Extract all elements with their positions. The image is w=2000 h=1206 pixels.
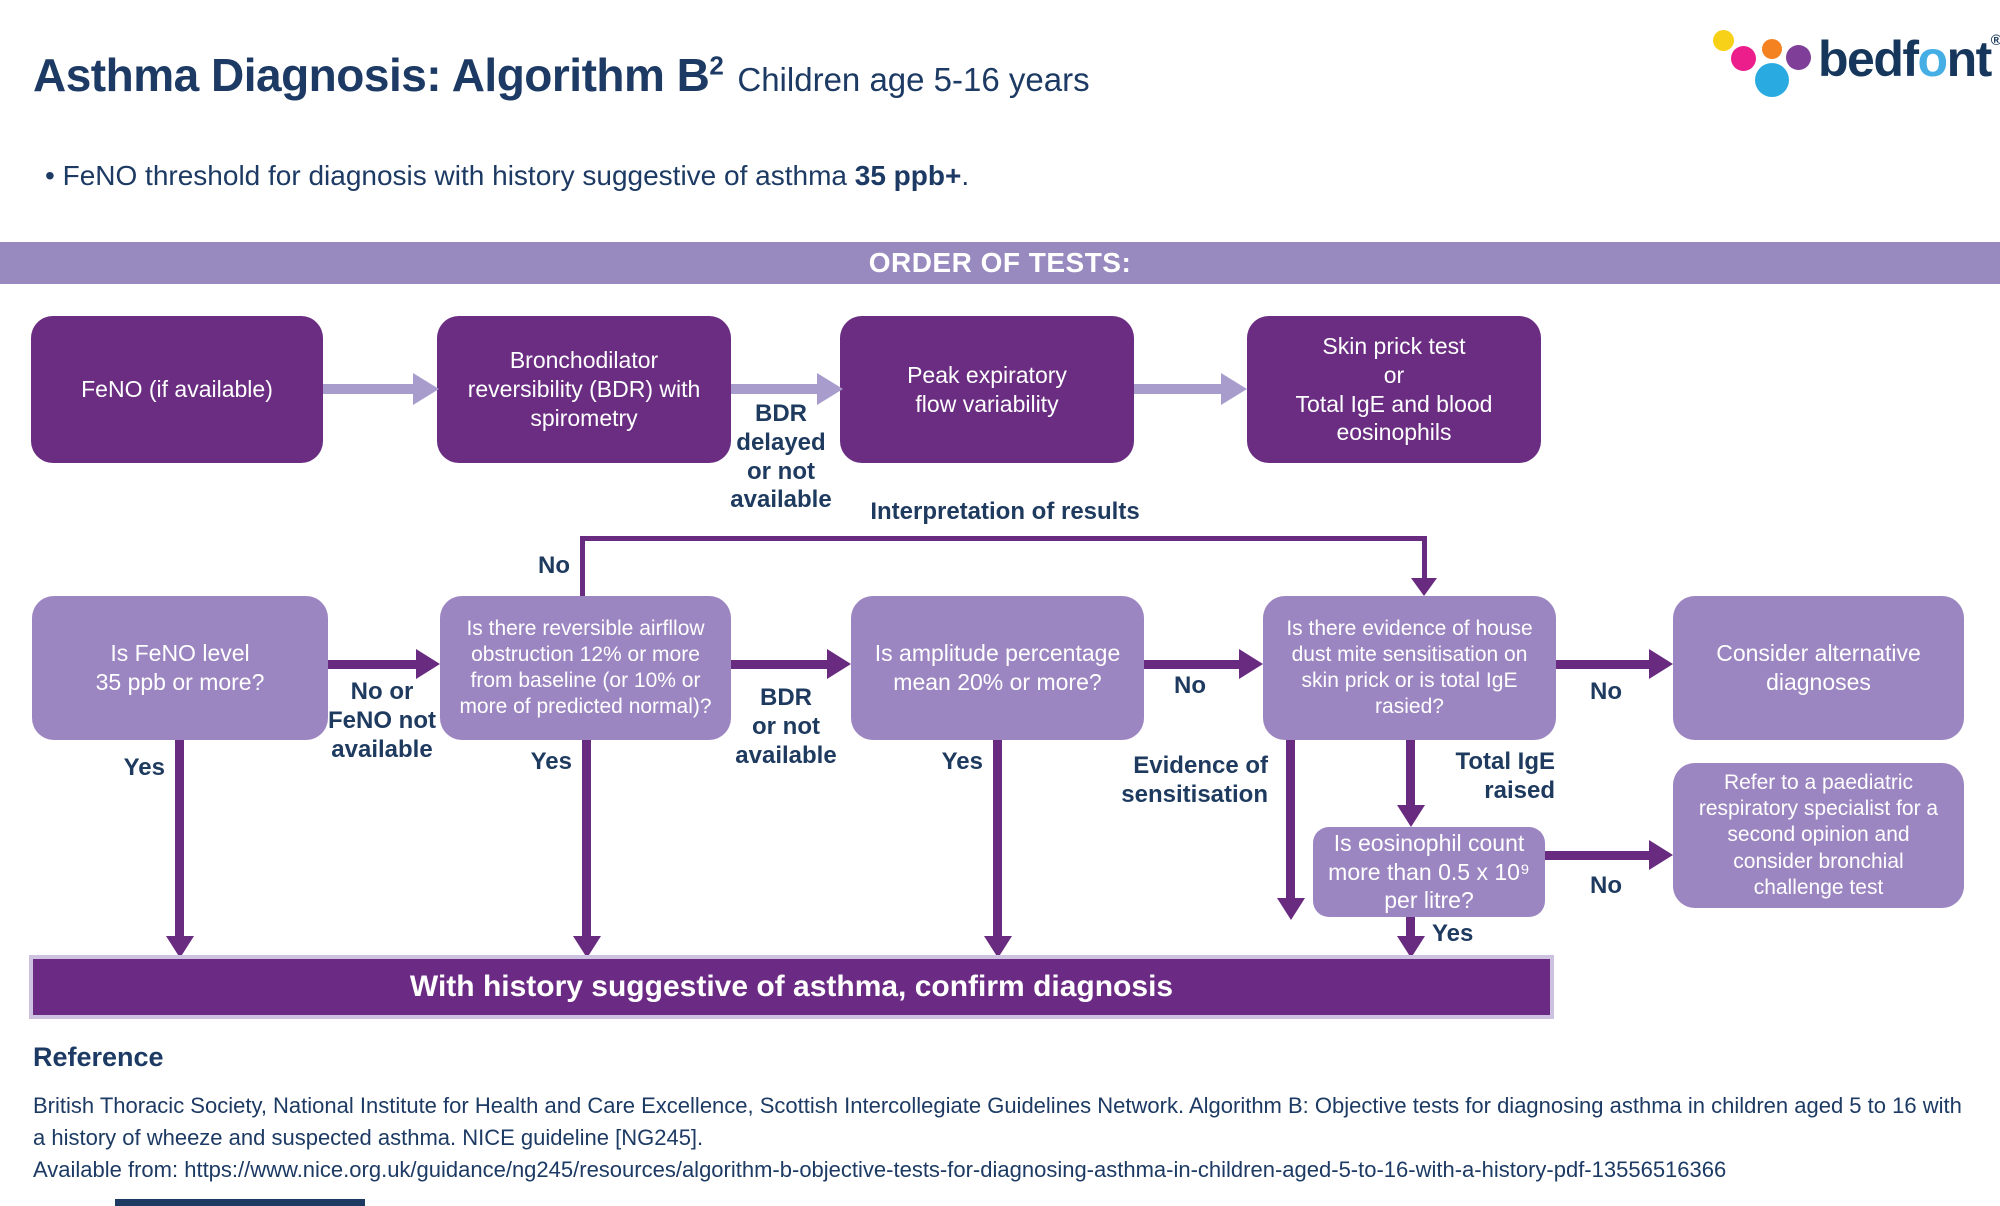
bedfont-logo: bedfont® — [1700, 8, 2000, 100]
arrow-feno-no-head — [416, 649, 440, 679]
logo-magenta-dot — [1731, 46, 1756, 71]
box-eosinophil-question: Is eosinophil count more than 0.5 x 10⁹ … — [1313, 827, 1545, 917]
label-bdr-delayed: BDR delayed or not available — [730, 400, 832, 514]
arrow-peakflow-to-skinprick-head — [1221, 373, 1247, 405]
label-bdr-or-not: BDR or not available — [735, 684, 837, 769]
label-yes-eosinophil: Yes — [1432, 920, 1474, 947]
arrow-feno-to-bdr-head — [413, 373, 439, 405]
label-yes-amplitude: Yes — [941, 748, 983, 775]
box-skin-prick: Skin prick test or Total IgE and blood e… — [1247, 316, 1541, 463]
arrow-evidence-sensitisation — [1286, 740, 1295, 898]
connector-no-vertical-right — [1422, 536, 1427, 580]
label-evidence-of-sensitisation: Evidence of sensitisation — [1121, 752, 1268, 808]
page-title: Asthma Diagnosis: Algorithm B2 Children … — [33, 48, 1533, 102]
arrow-housedust-no-head — [1649, 649, 1673, 679]
title-text: Asthma Diagnosis: Algorithm B — [33, 49, 710, 101]
reference-text: British Thoracic Society, National Insti… — [33, 1090, 1978, 1186]
arrow-total-ige-head — [1397, 805, 1425, 827]
arrow-housedust-no — [1556, 660, 1649, 669]
arrow-airflow-bdr-head — [827, 649, 851, 679]
label-no-amplitude: No — [1174, 672, 1206, 699]
box-peak-flow: Peak expiratory flow variability — [840, 316, 1134, 463]
order-of-tests-label: ORDER OF TESTS: — [868, 247, 1132, 278]
arrow-feno-no — [328, 660, 416, 669]
label-no-housedust: No — [1590, 678, 1622, 705]
box-feno-level-question: Is FeNO level 35 ppb or more? — [32, 596, 328, 740]
box-refer-specialist: Refer to a paediatric respiratory specia… — [1673, 763, 1964, 908]
arrow-yes-eosinophil-head — [1397, 936, 1425, 958]
arrow-feno-to-bdr — [323, 384, 415, 394]
label-interpretation-of-results: Interpretation of results — [870, 498, 1140, 525]
confirm-diagnosis-label: With history suggestive of asthma, confi… — [409, 970, 1174, 1003]
bullet-marker: • — [45, 160, 55, 191]
arrow-yes-amplitude-head — [984, 936, 1012, 958]
logo-text-o: o — [1917, 31, 1949, 87]
label-yes-feno: Yes — [123, 754, 165, 781]
bullet-end: . — [961, 160, 970, 191]
arrow-total-ige — [1406, 740, 1415, 805]
arrow-amplitude-no — [1144, 660, 1239, 669]
arrow-eosinophil-no — [1545, 851, 1649, 860]
connector-no-horizontal — [580, 536, 1427, 541]
arrow-airflow-bdr — [731, 660, 827, 669]
logo-purple-dot — [1786, 45, 1811, 70]
bullet-threshold-value: 35 ppb+ — [854, 160, 962, 191]
page-subtitle: Children age 5-16 years — [737, 61, 1090, 98]
box-house-dust-question: Is there evidence of house dust mite sen… — [1263, 596, 1556, 740]
arrow-yes-airflow-head — [573, 936, 601, 958]
arrow-yes-amplitude — [993, 740, 1002, 936]
label-total-ige-raised: Total IgE raised — [1455, 748, 1555, 804]
arrow-yes-feno — [175, 740, 184, 936]
logo-wordmark: bedfont® — [1818, 30, 2000, 88]
label-no-top: No — [538, 552, 570, 579]
bullet-text: FeNO threshold for diagnosis with histor… — [62, 160, 855, 191]
box-feno: FeNO (if available) — [31, 316, 323, 463]
title-superscript: 2 — [709, 50, 724, 81]
order-of-tests-band: ORDER OF TESTS: — [0, 242, 2000, 284]
footer-strip-fragment — [115, 1199, 365, 1206]
arrow-evidence-sensitisation-head — [1277, 898, 1305, 920]
arrow-bdr-to-peakflow-head — [817, 373, 843, 405]
arrow-amplitude-no-head — [1239, 649, 1263, 679]
arrow-yes-feno-head — [166, 936, 194, 958]
reference-citation: British Thoracic Society, National Insti… — [33, 1093, 1962, 1150]
label-no-or-feno: No or FeNO not available — [328, 678, 436, 763]
box-amplitude-question: Is amplitude percentage mean 20% or more… — [851, 596, 1144, 740]
arrow-yes-airflow — [582, 740, 591, 936]
logo-yellow-dot — [1713, 30, 1734, 51]
box-bdr-spirometry: Bronchodilator reversibility (BDR) with … — [437, 316, 731, 463]
threshold-bullet: • FeNO threshold for diagnosis with hist… — [45, 160, 969, 192]
page-title-main: Asthma Diagnosis: Algorithm B2 — [33, 48, 724, 102]
logo-text-part2: nt — [1946, 31, 1993, 87]
reference-url: Available from: https://www.nice.org.uk/… — [33, 1156, 1727, 1182]
arrow-yes-eosinophil — [1406, 917, 1415, 936]
connector-no-vertical-left — [580, 536, 585, 596]
label-yes-airflow: Yes — [530, 748, 572, 775]
label-no-eosinophil: No — [1590, 872, 1622, 899]
logo-text-part1: bedf — [1818, 31, 1919, 87]
confirm-diagnosis-bar: With history suggestive of asthma, confi… — [29, 955, 1554, 1019]
box-consider-alternative: Consider alternative diagnoses — [1673, 596, 1964, 740]
arrow-eosinophil-no-head — [1649, 840, 1673, 870]
box-airflow-question: Is there reversible airfllow obstruction… — [440, 596, 731, 740]
reference-heading: Reference — [33, 1042, 164, 1072]
arrow-bdr-to-peakflow — [731, 384, 819, 394]
logo-orange-dot — [1762, 39, 1782, 59]
connector-no-arrowhead — [1411, 578, 1437, 596]
logo-registered-mark: ® — [1990, 32, 2000, 49]
arrow-peakflow-to-skinprick — [1134, 384, 1223, 394]
logo-blue-dot — [1755, 63, 1789, 97]
